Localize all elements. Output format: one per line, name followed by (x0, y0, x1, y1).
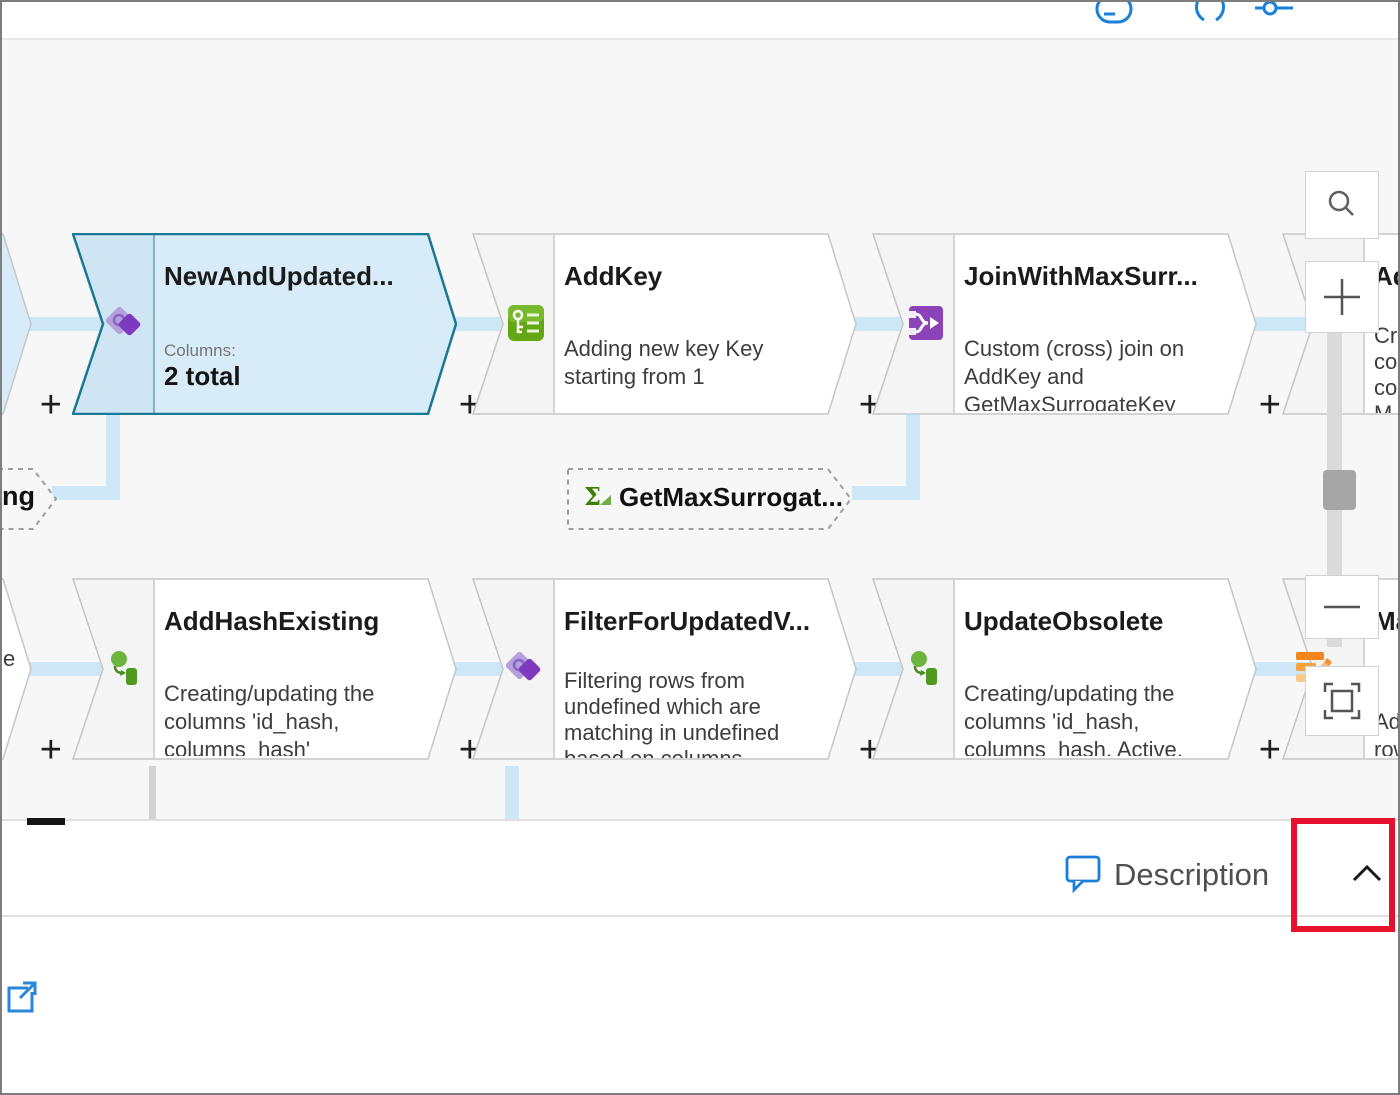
node-description: Adding new key Key starting from 1 (564, 336, 764, 389)
surrogate-key-icon (508, 305, 544, 341)
node-description: Custom (cross) join on AddKey and GetMax… (964, 336, 1185, 411)
connector (906, 415, 920, 500)
add-transform-button[interactable]: + (458, 384, 481, 426)
join-icon (909, 306, 943, 340)
node-title: GetMaxSurrogat... (619, 482, 843, 512)
reference-label-fragment: ng (2, 481, 35, 511)
add-transform-button[interactable]: + (858, 729, 881, 771)
horizontal-scrollbar-thumb[interactable] (27, 818, 65, 825)
minus-icon (1324, 605, 1360, 609)
node-addkey[interactable]: AddKey Adding new key Key starting from … (472, 233, 881, 426)
description-bar: Description (2, 821, 1398, 915)
top-toolbar (2, 2, 1398, 40)
derived-column-icon (911, 651, 937, 685)
node-title: UpdateObsolete (964, 606, 1164, 636)
dataflow-canvas[interactable]: + NewAndUpdated... Columns: 2 total + (2, 40, 1400, 819)
connector (450, 662, 510, 676)
add-transform-button[interactable]: + (858, 384, 881, 426)
add-transform-button[interactable]: + (1258, 729, 1281, 771)
node-filterforupdated[interactable]: FilterForUpdatedV... Filtering rows from… (472, 578, 881, 771)
connector (850, 662, 910, 676)
node-newandupdated[interactable]: NewAndUpdated... Columns: 2 total + (72, 233, 481, 426)
history-icon[interactable] (1095, 2, 1135, 26)
derived-column-icon (111, 651, 137, 685)
node-description: Filtering rows from undefined which are … (564, 668, 780, 758)
search-icon (1328, 190, 1354, 216)
connector (450, 317, 510, 331)
connector (52, 486, 120, 500)
settings-slider-icon[interactable] (1254, 2, 1294, 26)
node-partial-left-bottom[interactable]: + (2, 578, 62, 771)
add-transform-button[interactable]: + (39, 729, 62, 771)
node-getmaxsurrogate-reference[interactable]: Σ GetMaxSurrogat... (567, 468, 853, 530)
connector (852, 486, 920, 500)
braces-icon[interactable] (1190, 2, 1230, 26)
connector (505, 766, 519, 819)
node-description: Cre col col M (1374, 323, 1400, 413)
columns-value: 2 total (164, 361, 241, 391)
connector (106, 415, 120, 500)
fit-to-screen-icon (1323, 682, 1361, 720)
exists-icon (106, 306, 141, 336)
panel-divider (2, 819, 1398, 821)
node-title: FilterForUpdatedV... (564, 606, 811, 636)
fit-to-screen-button[interactable] (1305, 666, 1379, 736)
node-title: AddKey (564, 261, 663, 291)
columns-label: Columns: (164, 341, 236, 360)
description-content-area (2, 917, 1398, 1093)
zoom-out-button[interactable] (1305, 575, 1379, 639)
node-addhashexisting[interactable]: AddHashExisting Creating/updating the co… (72, 578, 481, 771)
add-transform-button[interactable]: + (1258, 384, 1281, 426)
exists-icon (506, 651, 541, 681)
connector (850, 317, 910, 331)
node-partial-left-top[interactable]: + (2, 233, 62, 426)
plus-icon (1324, 279, 1360, 315)
chevron-up-icon[interactable] (1350, 860, 1384, 888)
node-title: NewAndUpdated... (164, 261, 394, 291)
panel-divider (2, 915, 1398, 917)
node-updateobsolete[interactable]: UpdateObsolete Creating/updating the col… (872, 578, 1281, 771)
open-in-new-window-icon[interactable] (6, 980, 38, 1014)
node-description: Creating/updating the columns 'id_hash, … (964, 681, 1183, 756)
connector (149, 766, 156, 819)
add-transform-button[interactable]: + (39, 384, 62, 426)
search-button[interactable] (1305, 171, 1379, 239)
zoom-slider-handle[interactable] (1323, 470, 1356, 510)
node-description: Creating/updating the columns 'id_hash, … (164, 681, 375, 756)
description-label: Description (1114, 857, 1270, 892)
node-title: AddHashExisting (164, 606, 380, 636)
aggregate-icon: Σ (584, 483, 611, 511)
node-title: JoinWithMaxSurr... (964, 261, 1198, 291)
zoom-in-button[interactable] (1305, 261, 1379, 333)
node-description-fragment: e (3, 646, 16, 671)
node-joinwithmaxsurrogate[interactable]: JoinWithMaxSurr... Custom (cross) join o… (872, 233, 1281, 426)
connector (1250, 317, 1322, 331)
svg-text:Σ: Σ (584, 483, 601, 511)
node-reference-partial-left[interactable] (2, 468, 58, 530)
comment-bubble-icon (1065, 855, 1101, 894)
add-transform-button[interactable]: + (458, 729, 481, 771)
